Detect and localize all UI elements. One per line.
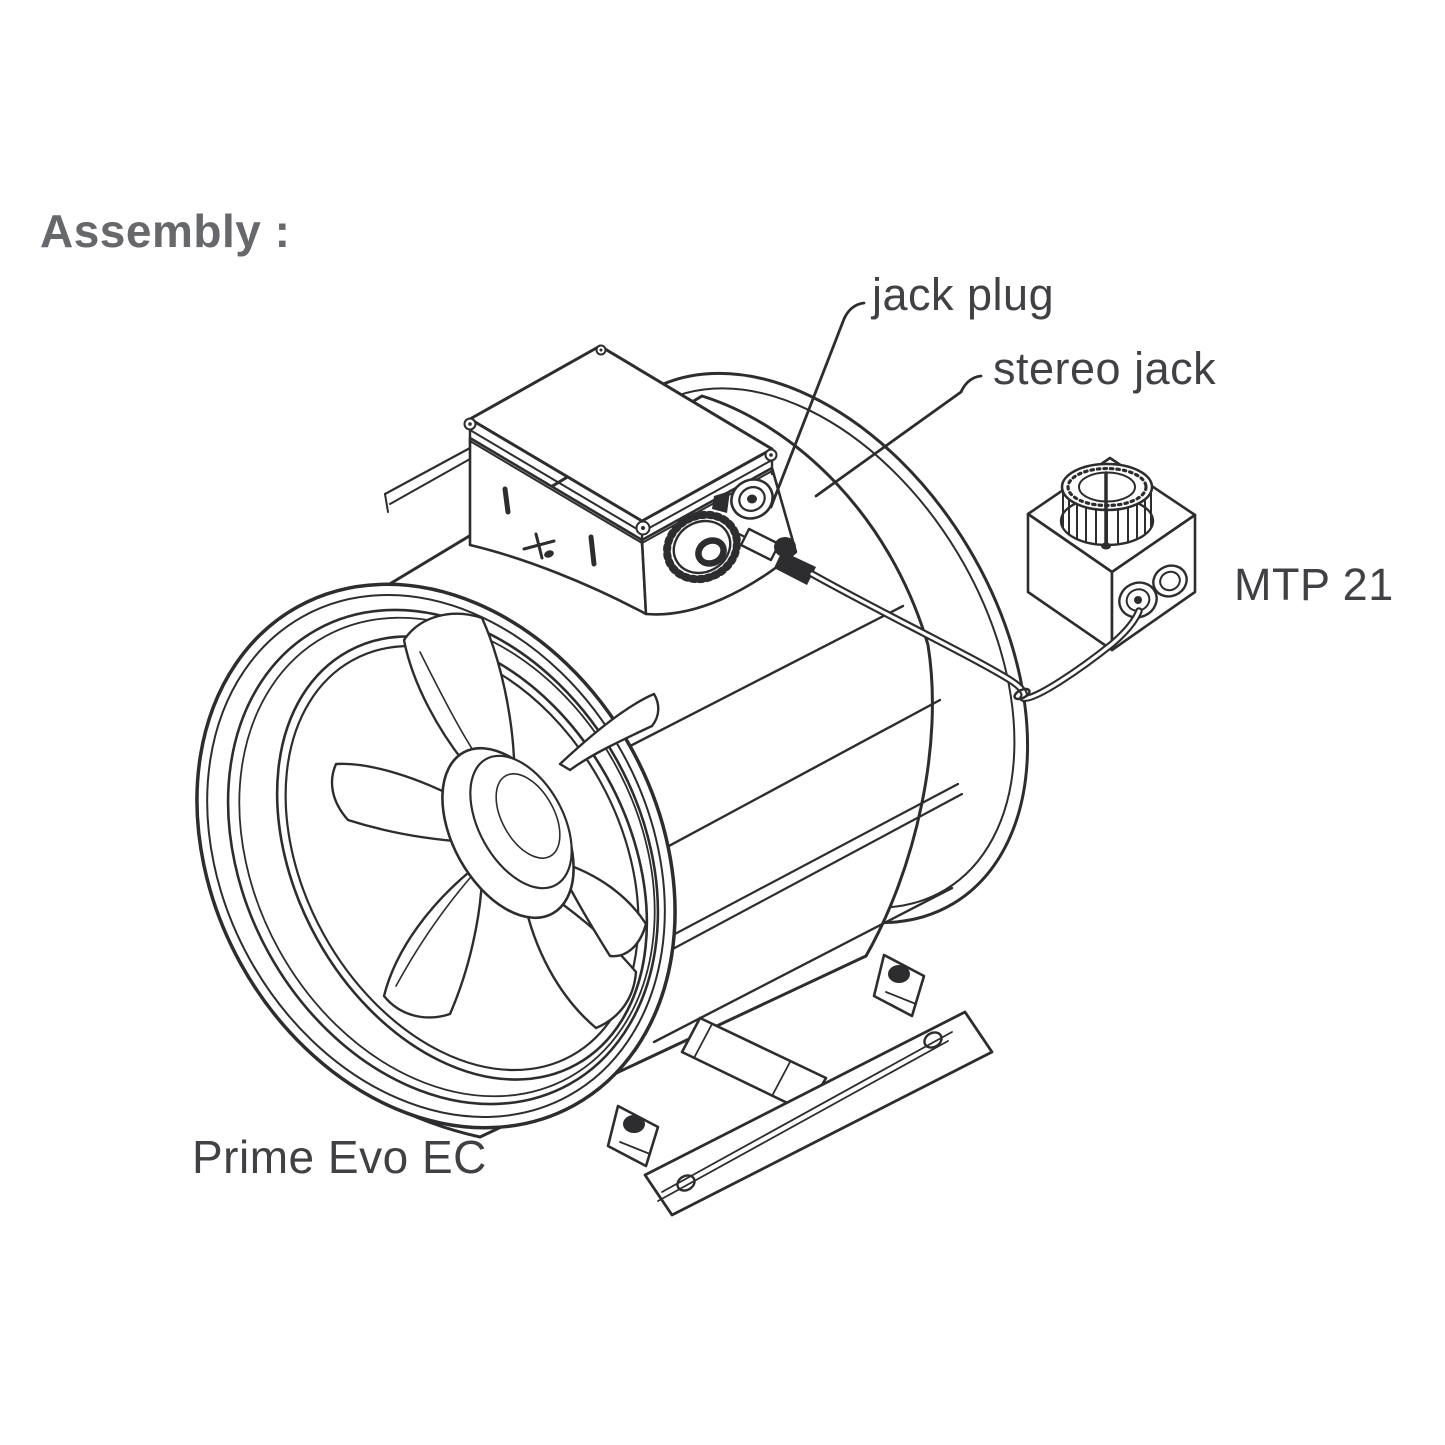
leader-stereo-jack bbox=[814, 374, 983, 498]
jack-plug-connector bbox=[729, 527, 816, 585]
controller-knob bbox=[1059, 462, 1155, 550]
clamp-bolt bbox=[888, 965, 910, 983]
callout-jack-plug: jack plug bbox=[872, 269, 1055, 320]
foot-hole bbox=[676, 1174, 696, 1192]
foot-hole bbox=[923, 1031, 943, 1049]
jack-socket bbox=[712, 478, 774, 520]
control-cable bbox=[808, 570, 1143, 702]
body-detail-marks bbox=[502, 486, 597, 567]
fan-blade bbox=[522, 886, 638, 1030]
controller-glands bbox=[1118, 564, 1188, 619]
controller-box bbox=[1026, 456, 1197, 652]
junction-box-left-face bbox=[468, 436, 648, 616]
fan-blade bbox=[330, 762, 470, 844]
foot-plate bbox=[643, 1010, 994, 1217]
fan-blade bbox=[382, 866, 484, 1019]
callout-stereo-jack: stereo jack bbox=[993, 343, 1217, 394]
leader-jack-plug bbox=[769, 301, 866, 509]
clamp-tab bbox=[606, 1104, 660, 1168]
product-label: Prime Evo EC bbox=[192, 1131, 487, 1183]
clamp-bolt bbox=[623, 1115, 645, 1133]
page-title: Assembly : bbox=[40, 205, 291, 257]
clamp-tab bbox=[872, 953, 926, 1018]
controller-label: MTP 21 bbox=[1234, 559, 1394, 610]
mounting-bracket bbox=[606, 953, 994, 1217]
fan-blade bbox=[558, 860, 648, 958]
fan-inlet-ring bbox=[195, 582, 677, 1130]
fan-impeller bbox=[330, 612, 660, 1030]
stereo-jack-connector bbox=[774, 551, 816, 585]
lid-screws bbox=[463, 344, 778, 536]
fan-blade bbox=[558, 692, 660, 772]
cable-gland bbox=[663, 510, 741, 584]
